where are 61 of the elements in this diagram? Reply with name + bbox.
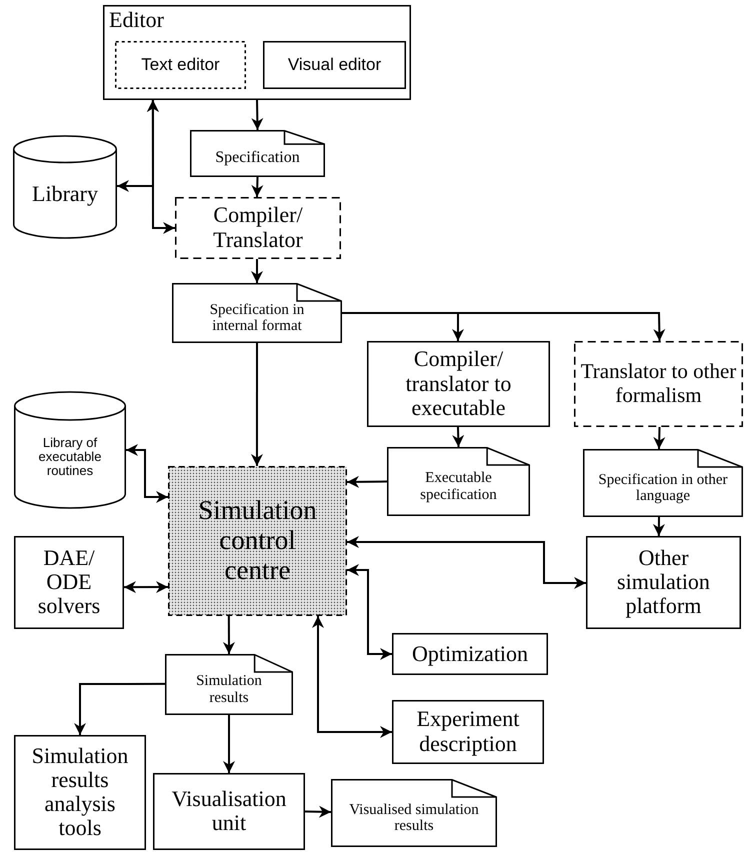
node-label: Simulation results bbox=[195, 673, 263, 706]
document-shape bbox=[331, 779, 497, 847]
arrow bbox=[652, 517, 665, 536]
arrow bbox=[251, 176, 264, 198]
node-label: Library of executable routines bbox=[38, 436, 102, 478]
process-box bbox=[392, 633, 548, 675]
process-box bbox=[175, 197, 341, 259]
node-label: Specification in internal format bbox=[208, 302, 306, 335]
node-label: Experiment description bbox=[416, 707, 520, 756]
process-box bbox=[14, 735, 146, 850]
node-label: Visual editor bbox=[288, 56, 382, 75]
node-label: Text editor bbox=[141, 56, 220, 75]
editor-panel bbox=[103, 5, 411, 100]
arrow bbox=[304, 806, 332, 818]
panel-heading: Editor bbox=[109, 8, 164, 32]
node-label: Compiler/ translator to executable bbox=[404, 347, 512, 420]
document-shape bbox=[172, 283, 342, 343]
arrow bbox=[653, 426, 666, 450]
arrow bbox=[146, 100, 175, 234]
database-cylinder bbox=[14, 392, 126, 508]
arrow bbox=[222, 616, 235, 654]
document-shape bbox=[583, 449, 743, 517]
arrow bbox=[126, 444, 168, 504]
node-label: DAE/ ODE solvers bbox=[36, 546, 102, 618]
node-label: Simulation control centre bbox=[197, 496, 318, 586]
node-label: Executable specification bbox=[419, 470, 498, 504]
document-shape bbox=[190, 130, 325, 177]
node-label: Visualisation unit bbox=[170, 786, 288, 836]
document-shape bbox=[387, 447, 530, 516]
node-label: Compiler/ Translator bbox=[212, 203, 304, 252]
process-box bbox=[14, 536, 124, 629]
process-box bbox=[392, 700, 544, 764]
node-label: Simulation results analysis tools bbox=[30, 744, 130, 840]
arrow bbox=[250, 343, 263, 466]
process-box bbox=[574, 341, 743, 427]
arrow bbox=[452, 426, 464, 448]
arrow bbox=[347, 536, 586, 589]
node-label: Specification in other language bbox=[598, 472, 728, 505]
control-centre-box bbox=[168, 466, 347, 616]
arrow bbox=[347, 564, 392, 660]
node-label: Other simulation platform bbox=[616, 546, 711, 618]
arrow bbox=[251, 100, 264, 130]
arrow bbox=[312, 616, 392, 738]
process-box bbox=[115, 41, 246, 89]
arrow bbox=[342, 312, 666, 342]
arrow bbox=[251, 259, 263, 283]
arrow bbox=[223, 715, 235, 773]
node-label: Optimization bbox=[412, 642, 528, 666]
node-label: Library bbox=[32, 182, 98, 206]
node-label: Visualised simulation results bbox=[348, 802, 480, 835]
node-label: Specification bbox=[215, 148, 300, 166]
database-cylinder bbox=[13, 136, 117, 238]
arrow bbox=[74, 682, 165, 735]
arrow bbox=[346, 476, 388, 488]
process-box bbox=[586, 536, 741, 629]
arrow bbox=[124, 581, 168, 594]
node-label: Translator to other formalism bbox=[580, 360, 738, 407]
process-box bbox=[367, 341, 550, 427]
process-box bbox=[153, 773, 305, 850]
process-box bbox=[263, 41, 406, 89]
document-shape bbox=[165, 654, 293, 715]
